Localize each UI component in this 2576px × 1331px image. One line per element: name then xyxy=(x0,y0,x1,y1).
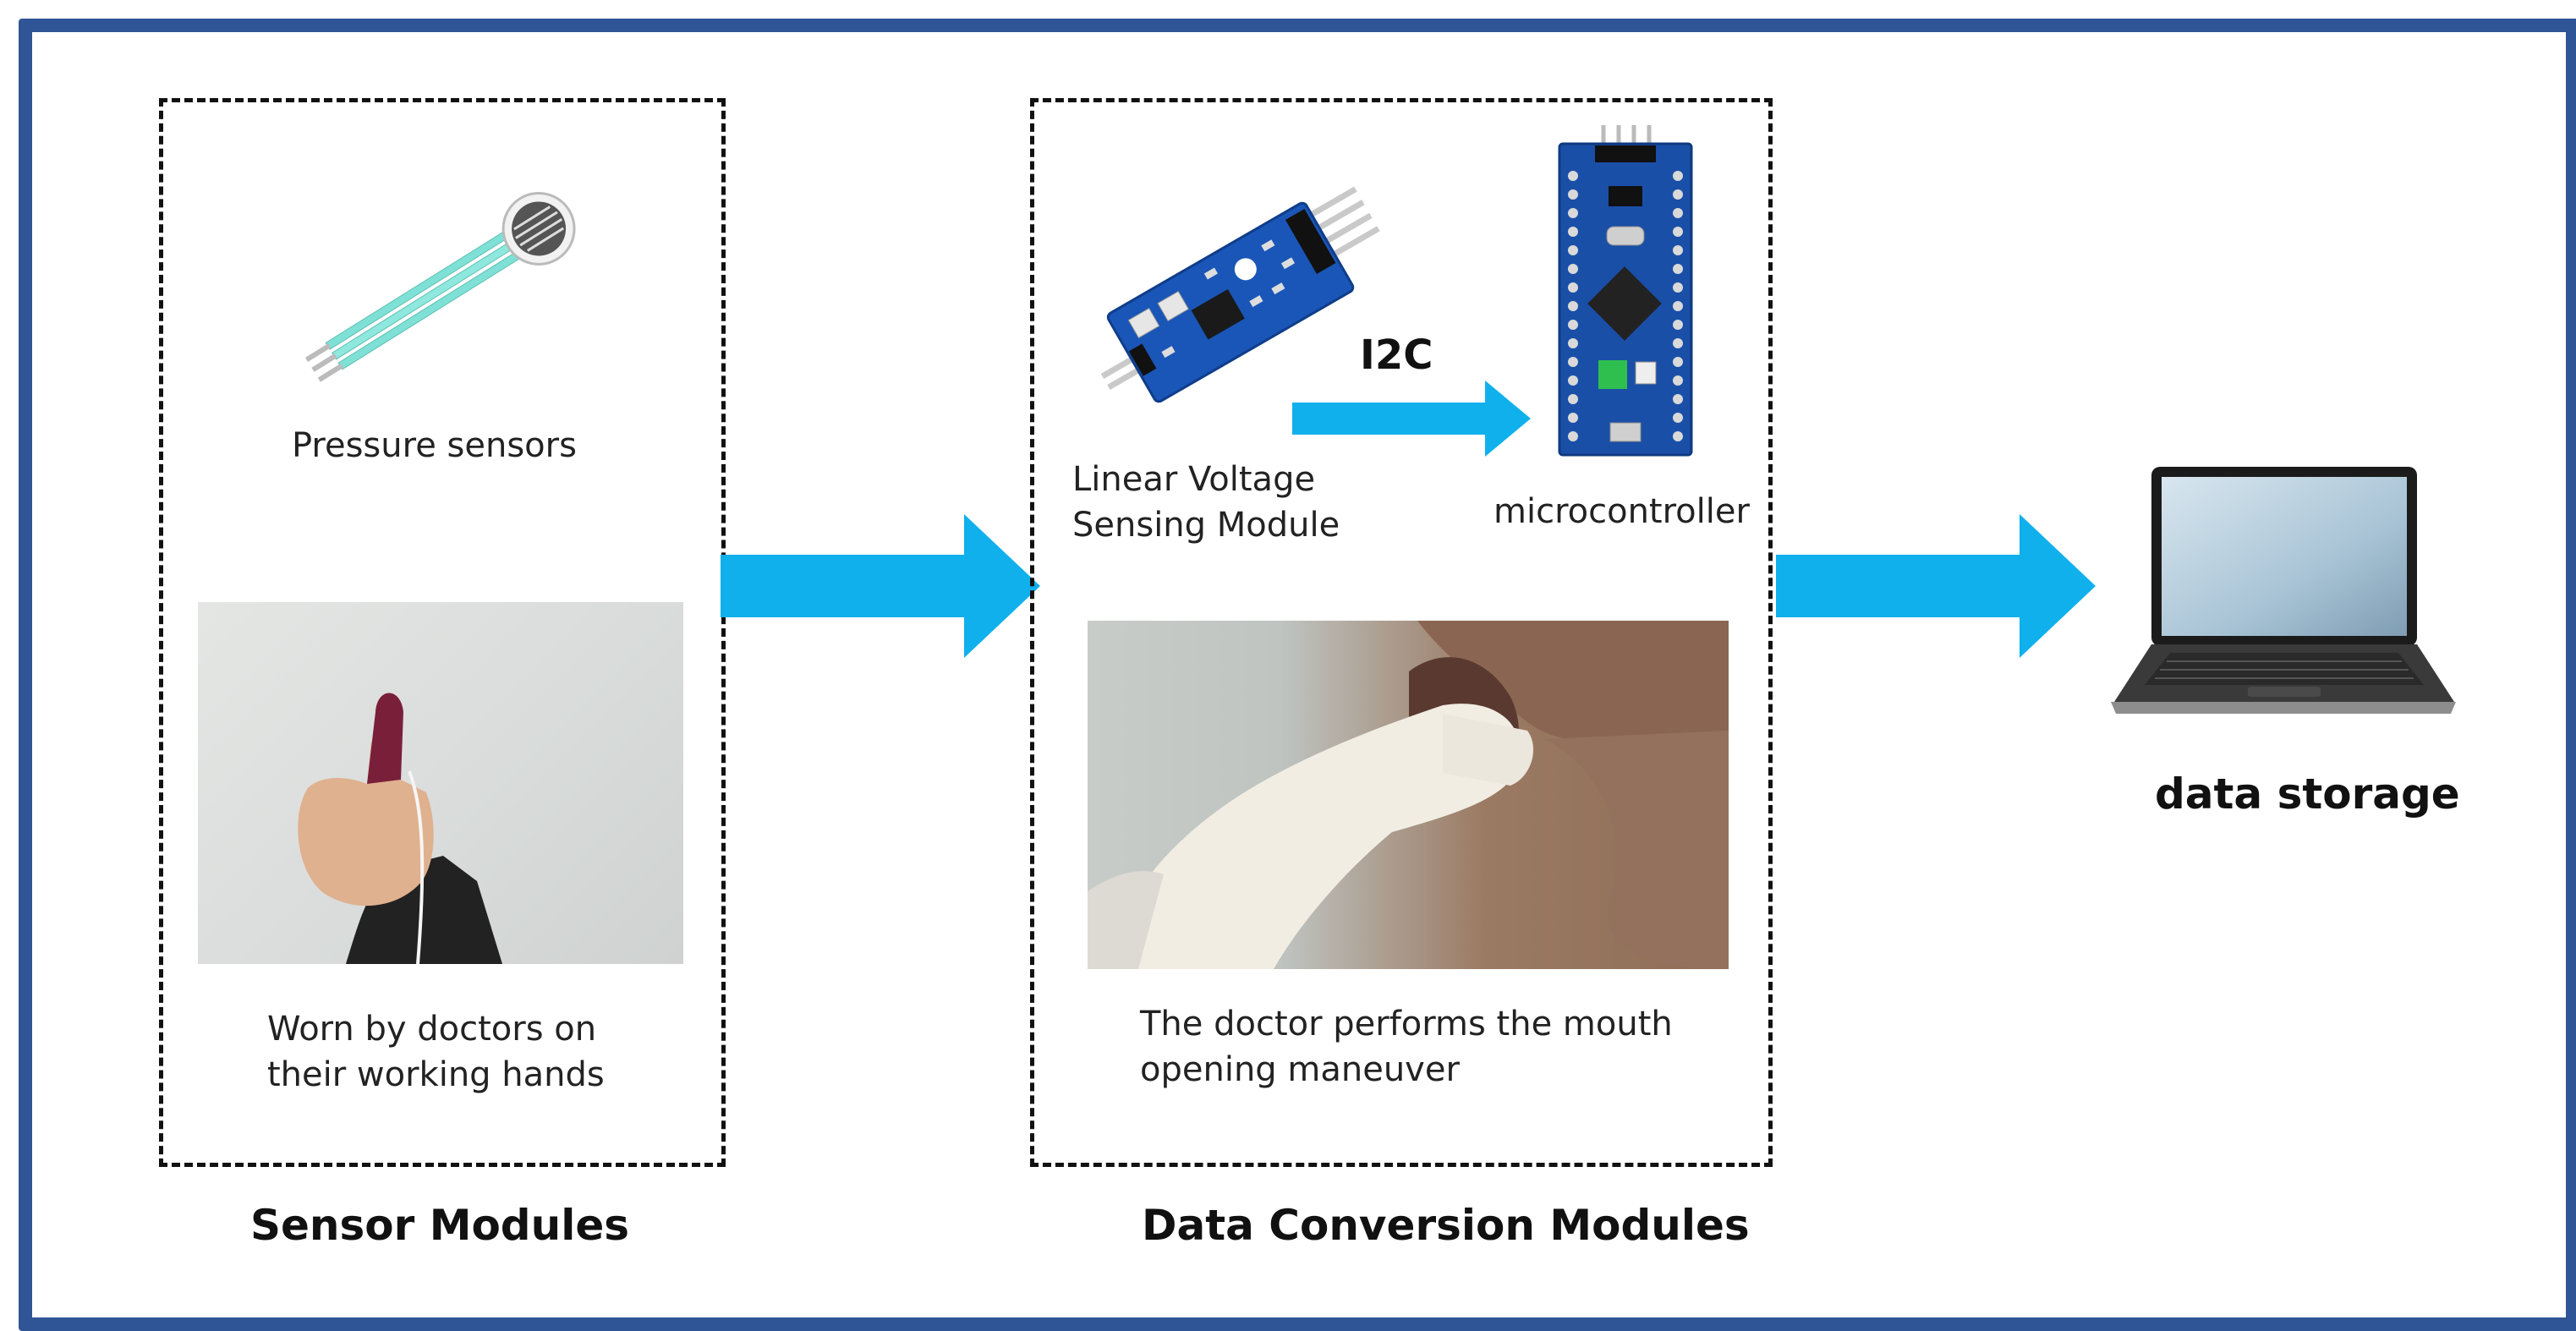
microcontroller-image xyxy=(1554,125,1696,463)
worn-caption-line2: their working hands xyxy=(267,1055,605,1094)
worn-caption: Worn by doctors on their working hands xyxy=(267,1006,605,1098)
voltage-caption-line1: Linear Voltage xyxy=(1072,460,1316,499)
pressure-sensors-caption: Pressure sensors xyxy=(292,426,577,465)
sensor-module-box xyxy=(159,98,726,1167)
data-storage-label: data storage xyxy=(2155,770,2460,819)
data-conversion-modules-title: Data Conversion Modules xyxy=(1142,1201,1750,1250)
mouth-caption-line1: The doctor performs the mouth xyxy=(1140,1005,1673,1043)
worn-caption-line1: Worn by doctors on xyxy=(267,1010,597,1049)
laptop-icon xyxy=(2106,463,2461,734)
voltage-module-image xyxy=(1064,169,1419,423)
sensor-modules-title: Sensor Modules xyxy=(250,1201,629,1250)
voltage-caption-line2: Sensing Module xyxy=(1072,506,1340,545)
mouth-opening-photo xyxy=(1088,621,1729,969)
pressure-sensor-image xyxy=(279,169,617,397)
conversion-module-box xyxy=(1030,98,1773,1167)
mouth-caption-line2: opening maneuver xyxy=(1140,1050,1460,1089)
i2c-arrow xyxy=(1292,381,1531,457)
arrow-sensor-to-conversion xyxy=(721,514,1040,658)
i2c-label: I2C xyxy=(1360,331,1433,379)
worn-sensor-photo xyxy=(198,602,683,964)
voltage-module-caption: Linear Voltage Sensing Module xyxy=(1072,457,1340,548)
microcontroller-caption: microcontroller xyxy=(1494,492,1750,531)
mouth-caption: The doctor performs the mouth opening ma… xyxy=(1140,1001,1673,1093)
arrow-conversion-to-storage xyxy=(1776,514,2096,658)
